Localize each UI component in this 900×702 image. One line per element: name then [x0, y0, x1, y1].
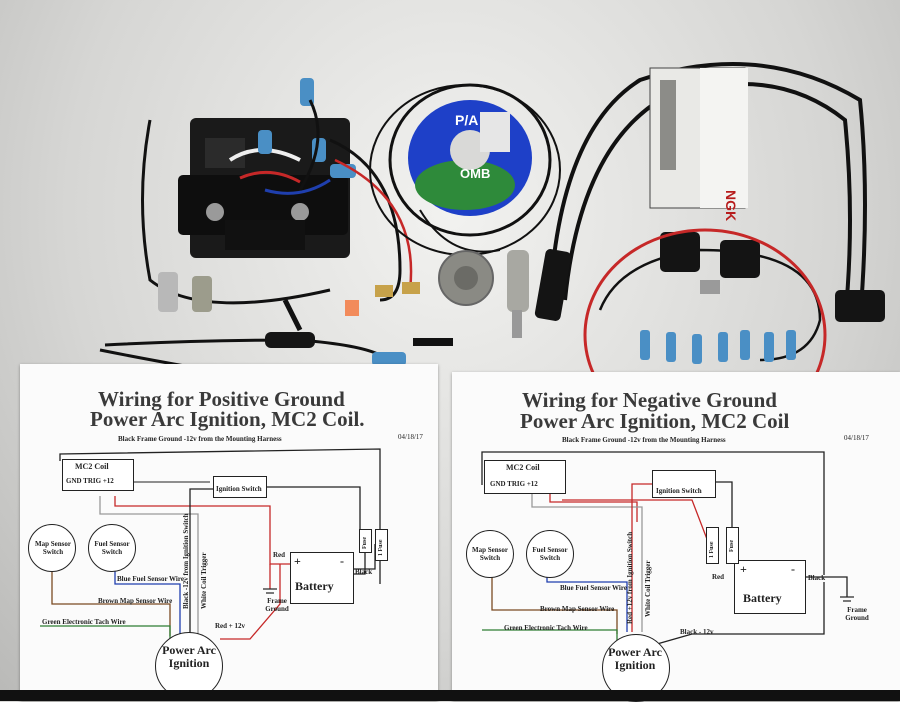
right-coil-label: MC2 Coil	[506, 463, 540, 472]
left-ignition-switch-label: Ignition Switch	[216, 485, 262, 493]
right-fuse2-box	[726, 527, 739, 564]
left-fuel-sensor-label: Fuel Sensor Switch	[94, 540, 130, 556]
left-title-line1: Wiring for Positive Ground	[98, 387, 345, 411]
left-frame-ground: Frame Ground	[265, 597, 289, 613]
left-coil-label: MC2 Coil	[75, 462, 109, 471]
bottom-shadow	[0, 690, 900, 701]
left-module-label: Power Arc Ignition	[162, 643, 216, 670]
left-coil-box	[62, 459, 134, 491]
left-green-tach-wire: Green Electronic Tach Wire	[42, 618, 126, 626]
left-map-sensor-circle	[28, 524, 76, 572]
right-module-label: Power Arc Ignition	[608, 645, 662, 672]
left-frame-ground-note: Black Frame Ground -12v from the Mountin…	[118, 435, 282, 443]
right-white-coil-trigger: White Coil Trigger	[644, 560, 652, 617]
coil-bracket	[141, 78, 420, 305]
left-red-label: Red	[273, 551, 286, 559]
right-ignition-switch-box	[652, 470, 716, 498]
plug-brand-label: NGK	[723, 190, 739, 221]
left-title-line2: Power Arc Ignition, MC2 Coil.	[90, 407, 365, 431]
left-fuse-box	[359, 529, 372, 553]
right-coil-box	[484, 460, 566, 494]
stator-logo-label: OMB	[460, 166, 490, 181]
right-fuse-box	[706, 527, 719, 564]
right-map-sensor-label: Map Sensor Switch	[472, 546, 508, 562]
right-coil-terminals: GND TRIG +12	[490, 480, 538, 488]
right-battery-label: Battery	[743, 591, 782, 605]
timing-rotor	[438, 250, 529, 338]
right-fuse2-label: Fuse	[729, 540, 735, 552]
right-green-tach-wire: Green Electronic Tach Wire	[504, 624, 588, 632]
left-coil-terminals: GND TRIG +12	[66, 477, 114, 485]
stator-brand-label: P/A	[455, 112, 478, 128]
right-map-sensor-circle	[466, 530, 514, 578]
crimp-connectors	[640, 330, 796, 364]
right-title-line1: Wiring for Negative Ground	[522, 388, 777, 412]
left-fuse2-box	[375, 529, 388, 561]
left-battery-label: Battery	[295, 579, 334, 593]
spark-plug-box: NGK	[649, 67, 748, 221]
right-fuel-sensor-label: Fuel Sensor Switch	[532, 546, 568, 562]
right-fuse-label: 1 Fuse	[709, 541, 715, 559]
left-fuse-label: Fuse	[362, 537, 368, 549]
right-fuel-sensor-circle	[526, 530, 574, 578]
left-battery-plus: +	[294, 554, 301, 568]
left-fuse2-label: 1 Fuse	[378, 539, 384, 557]
right-title-line2: Power Arc Ignition, MC2 Coil	[520, 409, 790, 433]
spark-plug-wires	[534, 62, 885, 362]
right-black-minus-12: Black - 12v	[680, 628, 714, 636]
right-battery-minus: -	[791, 562, 795, 576]
right-frame-ground-note: Black Frame Ground -12v from the Mountin…	[562, 436, 726, 444]
left-module-circle	[155, 632, 223, 700]
left-battery-minus: -	[340, 554, 344, 568]
right-brown-map-wire: Brown Map Sensor Wire	[540, 605, 615, 613]
negative-ground-diagram-sheet: Wiring for Negative Ground Power Arc Ign…	[452, 372, 900, 702]
right-ignition-switch-label: Ignition Switch	[656, 487, 702, 495]
left-fuel-sensor-circle	[88, 524, 136, 572]
left-map-sensor-label: Map Sensor Switch	[35, 540, 71, 556]
mounting-bolts	[158, 272, 212, 312]
left-brown-map-wire: Brown Map Sensor Wire	[98, 597, 173, 605]
left-date: 04/18/17	[398, 433, 423, 441]
right-red-label: Red	[712, 573, 725, 581]
right-black-label: Black	[808, 574, 826, 582]
left-black-from-switch: Black -12v from Ignition Switch	[182, 513, 190, 609]
right-battery-plus: +	[740, 562, 747, 576]
left-battery-box	[290, 552, 354, 604]
right-frame-ground: Frame Ground	[845, 606, 869, 622]
stator-plate: P/A OMB	[369, 83, 561, 256]
left-blue-fuel-wire: Blue Fuel Sensor Wire	[117, 575, 184, 583]
positive-ground-diagram-sheet: Wiring for Positive Ground Power Arc Ign…	[20, 364, 438, 701]
right-red-from-switch: Red +12v from Ignition Switch	[626, 531, 634, 624]
left-ignition-switch-box	[213, 476, 267, 498]
left-red-plus-12: Red + 12v	[215, 622, 246, 630]
left-white-coil-trigger: White Coil Trigger	[200, 552, 208, 609]
right-battery-box	[734, 560, 806, 614]
right-blue-fuel-wire: Blue Fuel Sensor Wire	[560, 584, 627, 592]
right-date: 04/18/17	[844, 434, 869, 442]
left-black-label: Black	[355, 568, 373, 576]
